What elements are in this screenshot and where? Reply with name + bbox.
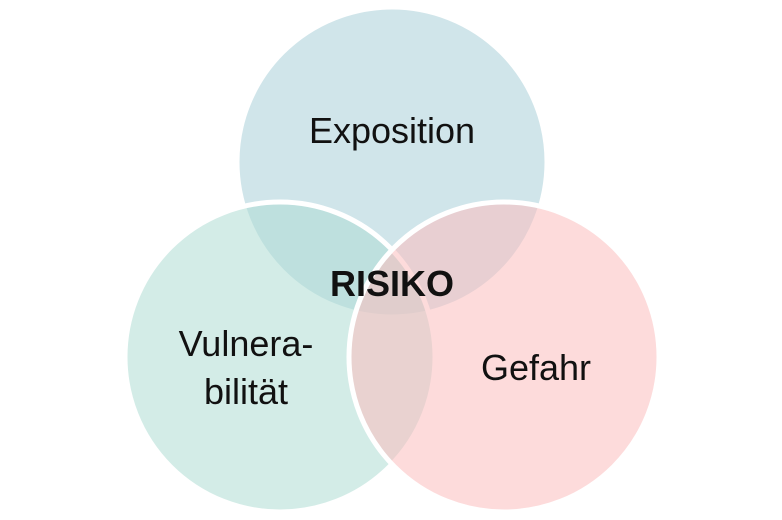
hazard-label: Gefahr xyxy=(481,347,591,388)
risk-center-label: RISIKO xyxy=(330,263,454,304)
vulnerability-label-line2: bilität xyxy=(204,371,288,412)
vulnerability-label-line1: Vulnera- xyxy=(179,323,314,364)
hazard-circle xyxy=(346,199,662,515)
exposition-label: Exposition xyxy=(309,110,475,151)
